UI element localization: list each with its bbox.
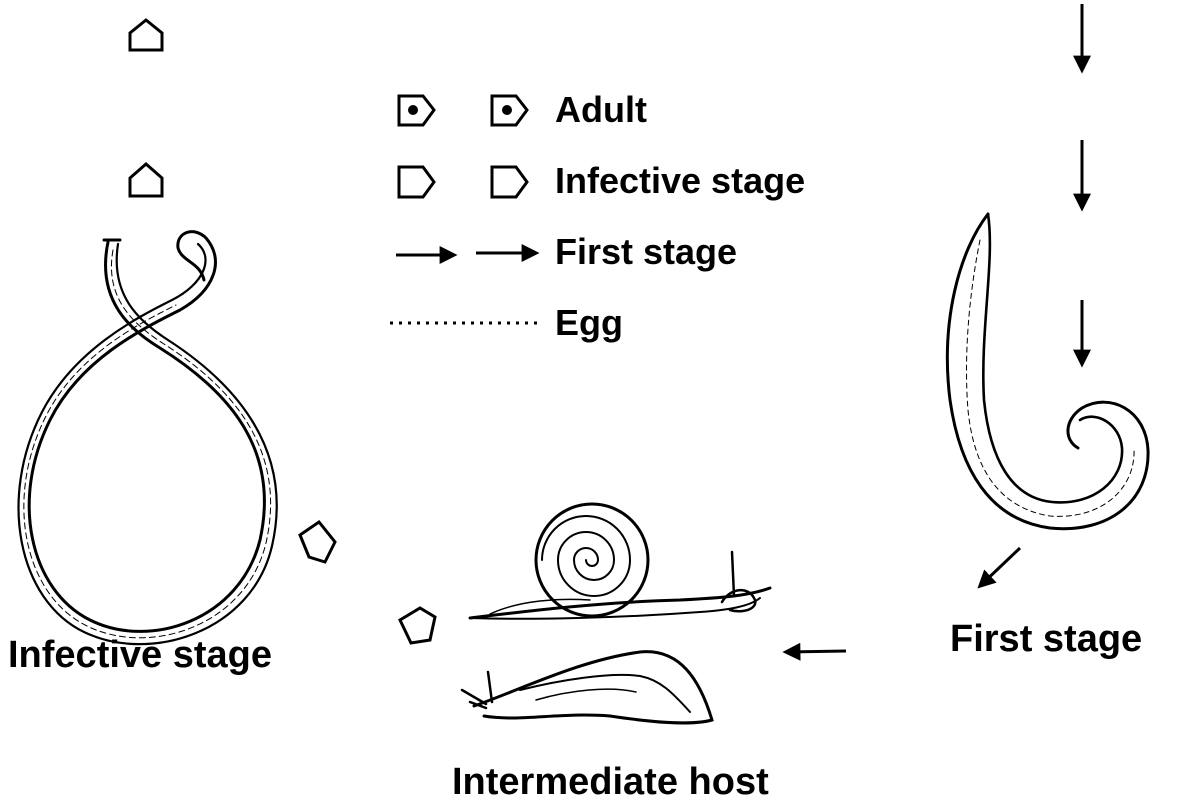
- legend-first-stage-label: First stage: [555, 234, 737, 270]
- legend-infective-symbol: [399, 167, 527, 197]
- legend-infective-label: Infective stage: [555, 163, 805, 199]
- infective-stage-caption: Infective stage: [8, 636, 272, 674]
- infective-stage-larva-drawing: [19, 232, 277, 644]
- snail-drawing: [470, 504, 770, 619]
- legend-egg-label: Egg: [555, 305, 623, 341]
- pentagon-symbol-top-left-1: [130, 20, 162, 50]
- pentagon-symbol-top-left-2: [130, 164, 162, 196]
- intermediate-host-caption: Intermediate host: [452, 763, 769, 801]
- legend-adult-label: Adult: [555, 92, 647, 128]
- slug-drawing: [462, 652, 712, 723]
- first-stage-caption: First stage: [950, 620, 1142, 658]
- horizontal-arrow-to-host: [786, 651, 846, 652]
- pentagon-symbol-mid-1: [300, 522, 335, 562]
- diagonal-arrow: [980, 548, 1020, 586]
- legend-adult-symbol: [399, 96, 527, 125]
- legend-first-stage-symbol: [396, 253, 536, 255]
- pentagon-symbol-mid-2: [400, 608, 435, 643]
- first-stage-larva-drawing: [947, 214, 1148, 529]
